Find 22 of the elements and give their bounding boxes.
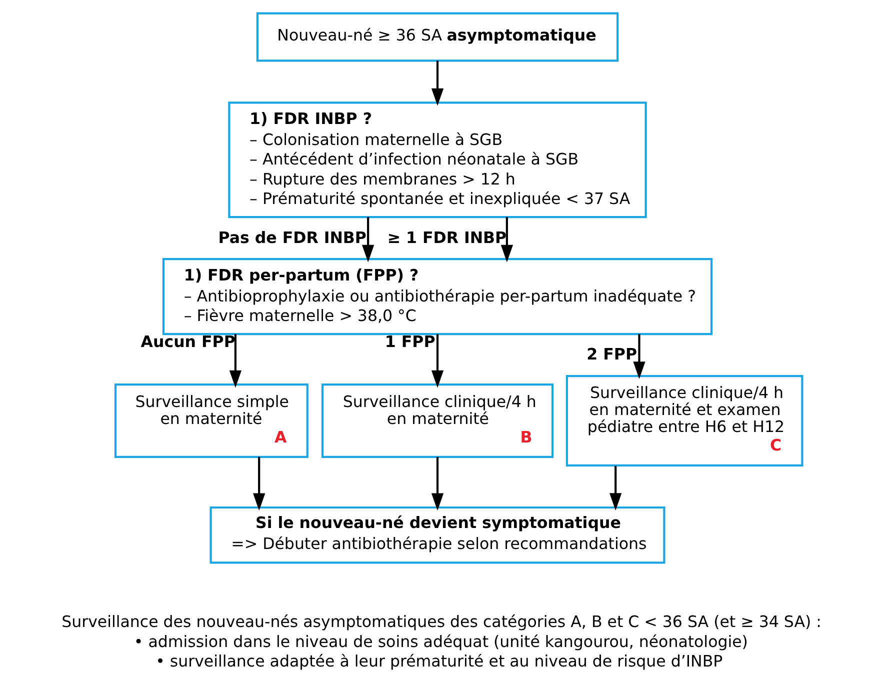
node-box: 1) FDR per-partum (FPP) ? – Antibioprophylaxie ou antibiothérapie per-partum inadéquate ? – Fièvre maternelle > 38,0 °C [162, 258, 713, 336]
node-box: 1) FDR INBP ? – Colonisation maternelle à SGB – Antécédent d’infection néonatale à SGB – Rupture des membranes > 12 h – Prématurité spontanée et inexpliquée < 37 SA [228, 102, 647, 218]
node-box: Si le nouveau-né devient symptomatique => Débuter antibiothérapie selon recommandations [210, 506, 666, 564]
arrow [431, 456, 444, 511]
label: • admission dans le niveau de soins adéquat (unité kangourou, néonatologie) [134, 632, 748, 651]
arrow [500, 217, 514, 262]
arrow [253, 456, 266, 511]
node-box: Surveillance clinique/4 h en maternité et examen pédiatre entre H6 et H12 C [566, 375, 804, 466]
edge-label: ≥ 1 FDR INBP [387, 228, 507, 247]
node-box: Nouveau-né ≥ 36 SA asymptomatique [256, 12, 619, 62]
label: Surveillance des nouveau-nés asymptomatiques des catégories A, B et C < 36 SA (et ≥ 34 SA) : [62, 612, 822, 632]
arrow [610, 466, 622, 511]
edge-label: 2 FPP [586, 344, 638, 364]
arrow [229, 334, 242, 388]
arrow [431, 334, 444, 388]
arrow [431, 60, 444, 106]
arrow [362, 217, 374, 262]
node-box: Surveillance clinique/4 h en maternité B [321, 384, 554, 458]
node-box: Surveillance simple en maternité A [114, 384, 308, 458]
arrow [633, 334, 646, 380]
edge-label: Pas de FDR INBP [218, 228, 366, 247]
label: • surveillance adaptée à leur prématurité et au niveau de risque d’INBP [156, 652, 723, 671]
